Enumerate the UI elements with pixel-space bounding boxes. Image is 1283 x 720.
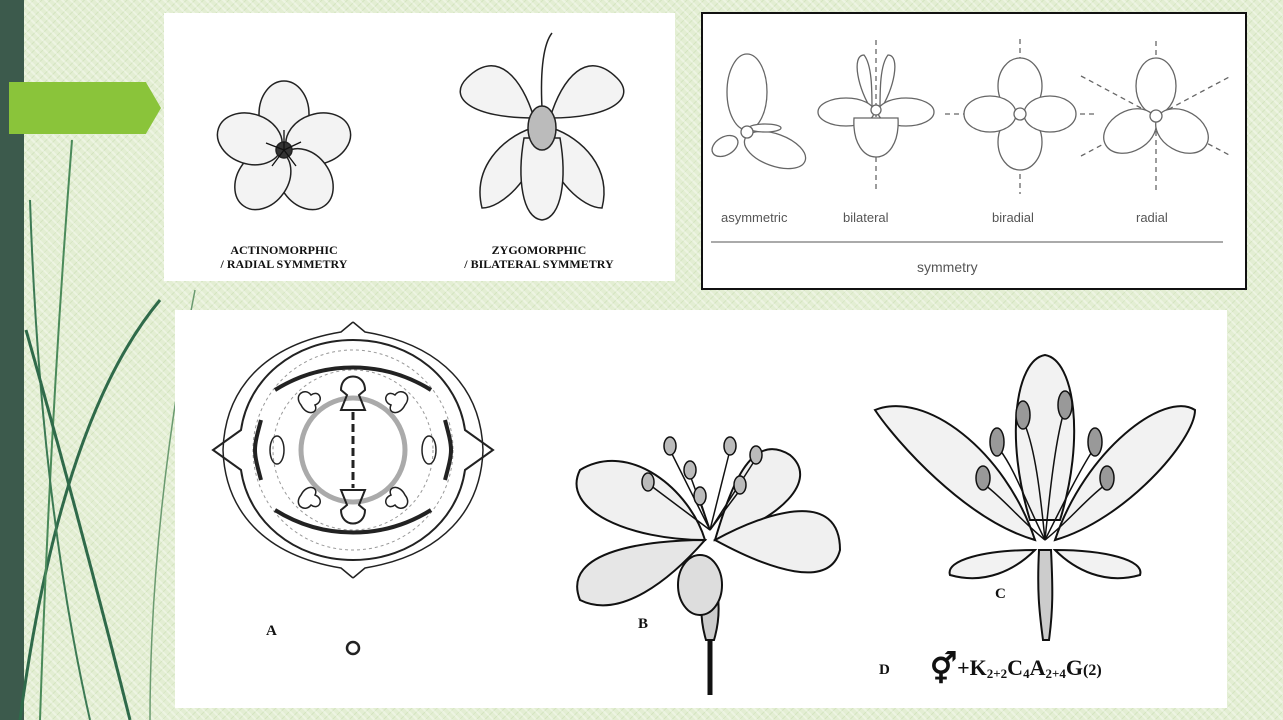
actinomorphic-flower-drawing (211, 81, 358, 221)
formula-a: A (1030, 655, 1046, 680)
zygomorphic-caption-line1: ZYGOMORPHIC (449, 243, 629, 257)
floral-diagram-a (213, 322, 493, 654)
bilateral-label: bilateral (843, 210, 889, 225)
flower-drawings (164, 13, 675, 281)
floral-illustrations (175, 310, 1227, 708)
bisexual-symbol-icon: ⚥ (930, 653, 957, 686)
label-d: D (879, 662, 890, 679)
zygomorphic-caption: ZYGOMORPHIC / BILATERAL SYMMETRY (449, 243, 629, 271)
floral-diagram-panel: A B C D ⚥+K2+2C4A2+4G(2) (175, 310, 1227, 708)
formula-k: +K (957, 655, 987, 680)
bilateral-flower-diagram (818, 40, 934, 190)
flower-illustration-b (577, 437, 840, 695)
title-tab (9, 82, 161, 134)
asymmetric-label: asymmetric (721, 210, 787, 225)
label-a: A (266, 623, 277, 640)
radial-label: radial (1136, 210, 1168, 225)
actinomorphic-caption-line2: / RADIAL SYMMETRY (214, 257, 354, 271)
label-c: C (995, 586, 1006, 603)
formula-k-sub: 2+2 (987, 666, 1007, 681)
biradial-flower-diagram (945, 39, 1095, 194)
symmetry-title: symmetry (917, 259, 978, 275)
label-b: B (638, 616, 648, 633)
radial-flower-diagram (1081, 41, 1231, 191)
symmetry-diagrams (703, 14, 1245, 288)
formula-g-sub: (2) (1083, 662, 1102, 679)
actinomorphic-caption: ACTINOMORPHIC / RADIAL SYMMETRY (214, 243, 354, 271)
flower-symmetry-drawings-panel: ACTINOMORPHIC / RADIAL SYMMETRY ZYGOMORP… (164, 13, 675, 281)
zygomorphic-caption-line2: / BILATERAL SYMMETRY (449, 257, 629, 271)
formula-g: G (1066, 655, 1083, 680)
floral-formula: ⚥+K2+2C4A2+4G(2) (930, 652, 1102, 687)
formula-c: C (1007, 655, 1023, 680)
biradial-label: biradial (992, 210, 1034, 225)
flower-illustration-c (875, 355, 1195, 640)
zygomorphic-flower-drawing (460, 33, 624, 220)
symmetry-types-panel: asymmetric bilateral biradial radial sym… (701, 12, 1247, 290)
asymmetric-flower-diagram (708, 54, 810, 176)
actinomorphic-caption-line1: ACTINOMORPHIC (214, 243, 354, 257)
formula-a-sub: 2+4 (1045, 666, 1065, 681)
